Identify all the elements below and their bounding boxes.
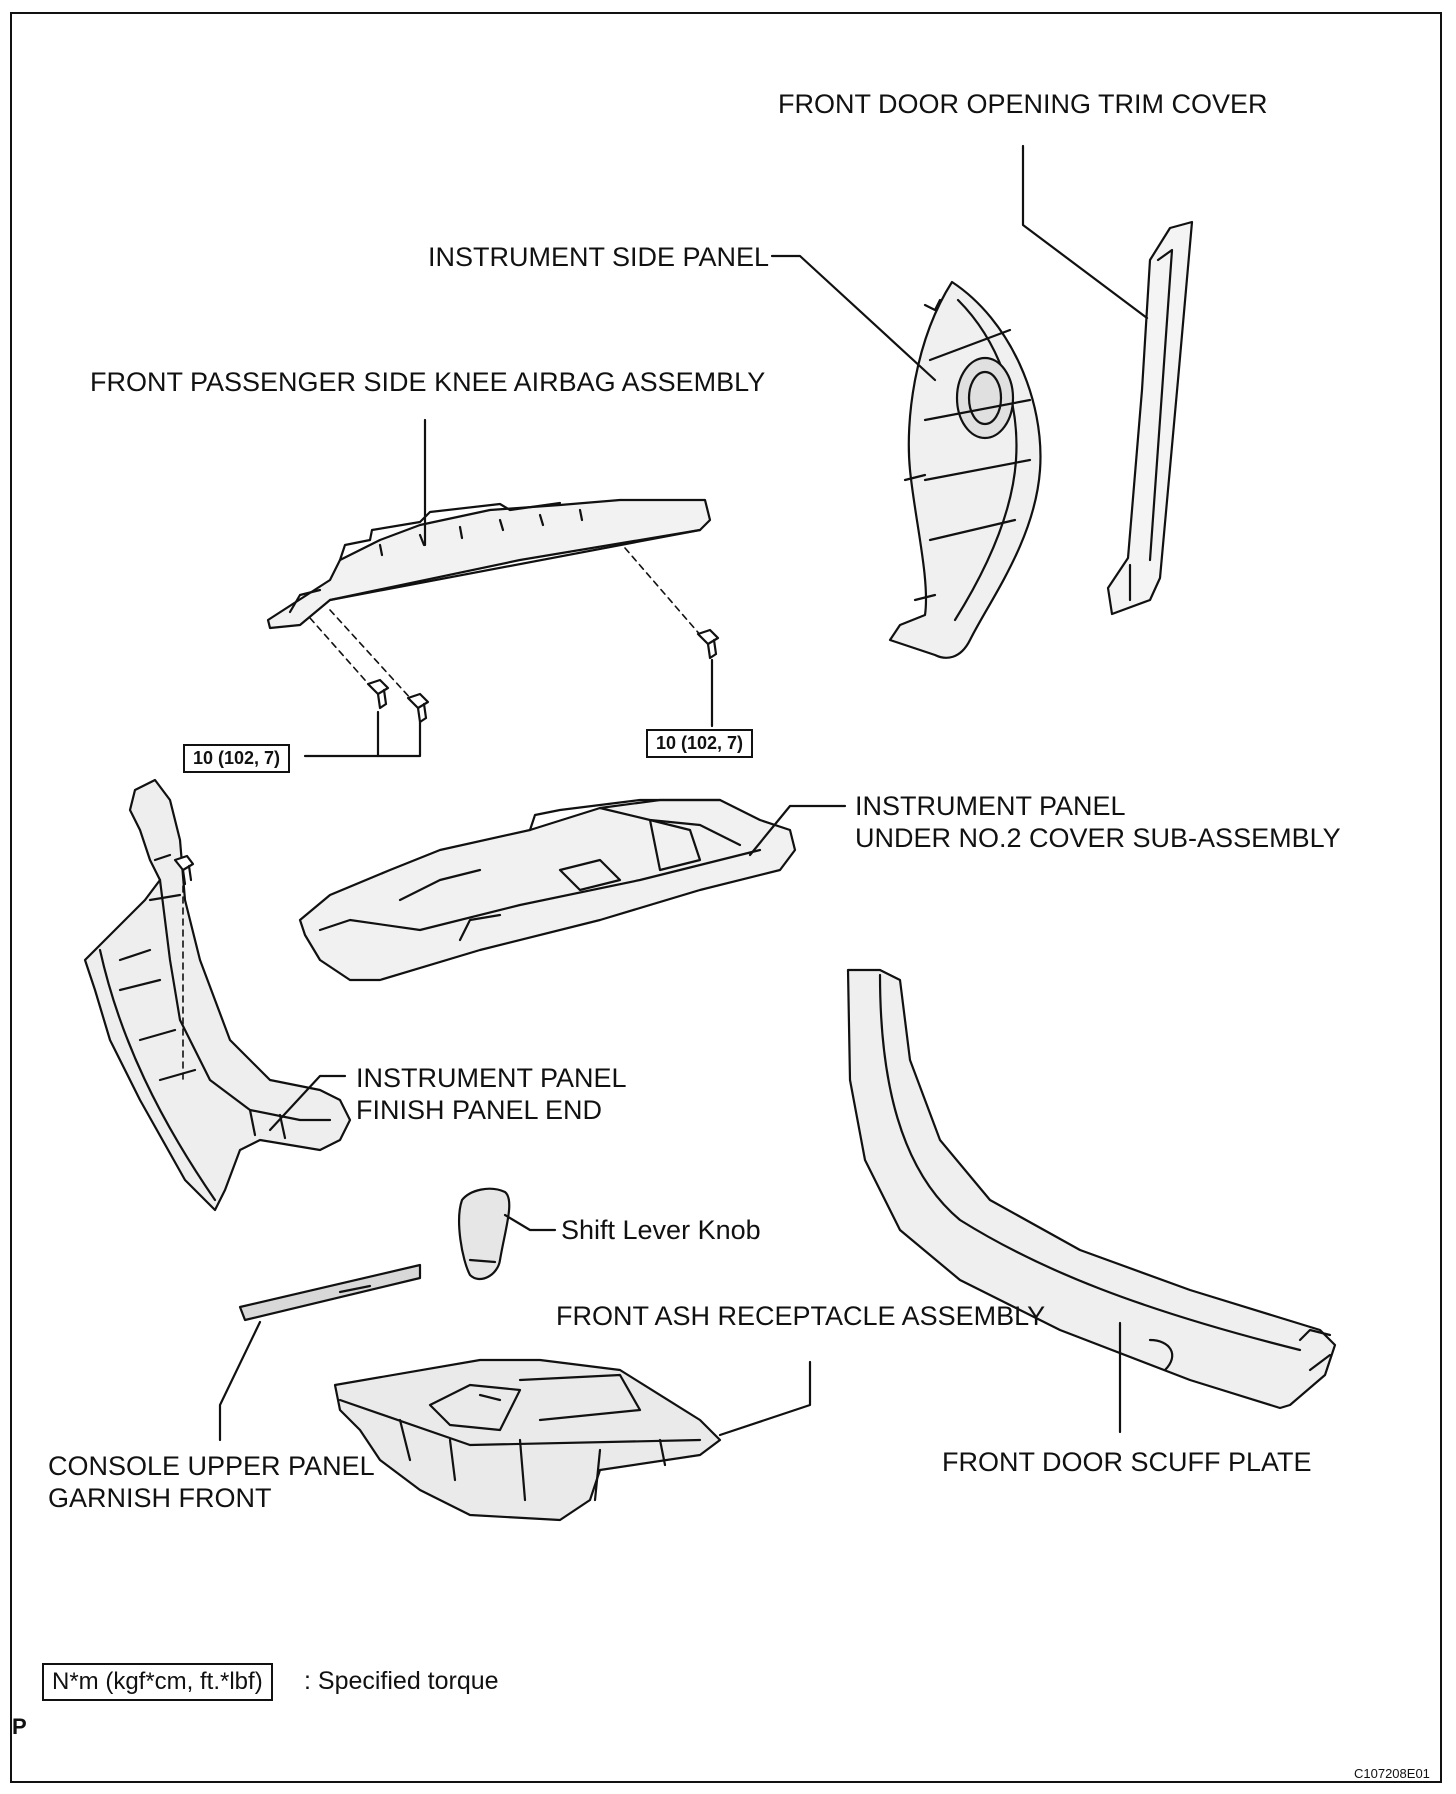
- leader-ash-receptacle: [718, 1360, 812, 1437]
- label-console-garnish-line2: GARNISH FRONT: [48, 1483, 272, 1513]
- bolt-dashed-lines: [309, 547, 703, 701]
- label-instrument-side-panel: INSTRUMENT SIDE PANEL: [428, 242, 770, 272]
- figure-code: C107208E01: [1354, 1766, 1430, 1781]
- legend-description: : Specified torque: [304, 1667, 499, 1695]
- front-door-opening-trim-cover-part: [1106, 220, 1194, 616]
- shift-lever-knob-part: [458, 1187, 511, 1281]
- finish-panel-end-part: [83, 778, 352, 1212]
- ash-receptacle-part: [333, 1358, 722, 1522]
- label-ash-receptacle: FRONT ASH RECEPTACLE ASSEMBLY: [556, 1301, 1046, 1331]
- leader-console-garnish: [218, 1320, 262, 1442]
- leader-finish-panel: [268, 1074, 347, 1132]
- label-finish-panel-line1: INSTRUMENT PANEL: [356, 1063, 627, 1093]
- label-shift-lever-knob: Shift Lever Knob: [561, 1215, 761, 1245]
- label-under-cover-line2: UNDER NO.2 COVER SUB-ASSEMBLY: [855, 823, 1341, 853]
- leader-trim-cover: [1021, 144, 1149, 320]
- finish-panel-bolt-icon: [173, 854, 195, 886]
- knee-airbag-part: [266, 498, 712, 630]
- torque-spec-right: 10 (102, 7): [646, 729, 754, 758]
- label-finish-panel-line2: FINISH PANEL END: [356, 1095, 603, 1125]
- label-under-cover-line1: INSTRUMENT PANEL: [855, 791, 1126, 821]
- label-front-door-scuff-plate: FRONT DOOR SCUFF PLATE: [942, 1447, 1312, 1477]
- instrument-side-panel-part: [888, 280, 1042, 659]
- front-door-scuff-plate-part: [846, 968, 1337, 1410]
- diagram-frame: [10, 12, 1442, 1783]
- leader-side-panel: [770, 254, 937, 382]
- legend-torque-unit: N*m (kgf*cm, ft.*lbf): [42, 1663, 273, 1701]
- bolt-icons: [366, 628, 720, 724]
- label-front-door-opening-trim-cover: FRONT DOOR OPENING TRIM COVER: [778, 89, 1268, 119]
- leader-torque-left: [376, 710, 422, 758]
- under-cover-part: [298, 798, 797, 982]
- corner-mark: P: [12, 1714, 27, 1739]
- label-knee-airbag-assembly: FRONT PASSENGER SIDE KNEE AIRBAG ASSEMBL…: [90, 367, 766, 397]
- console-garnish-part: [238, 1263, 422, 1322]
- leader-shift-knob: [503, 1213, 557, 1232]
- leader-under-cover: [748, 804, 847, 857]
- torque-spec-left: 10 (102, 7): [183, 744, 291, 773]
- label-console-garnish-line1: CONSOLE UPPER PANEL: [48, 1451, 375, 1481]
